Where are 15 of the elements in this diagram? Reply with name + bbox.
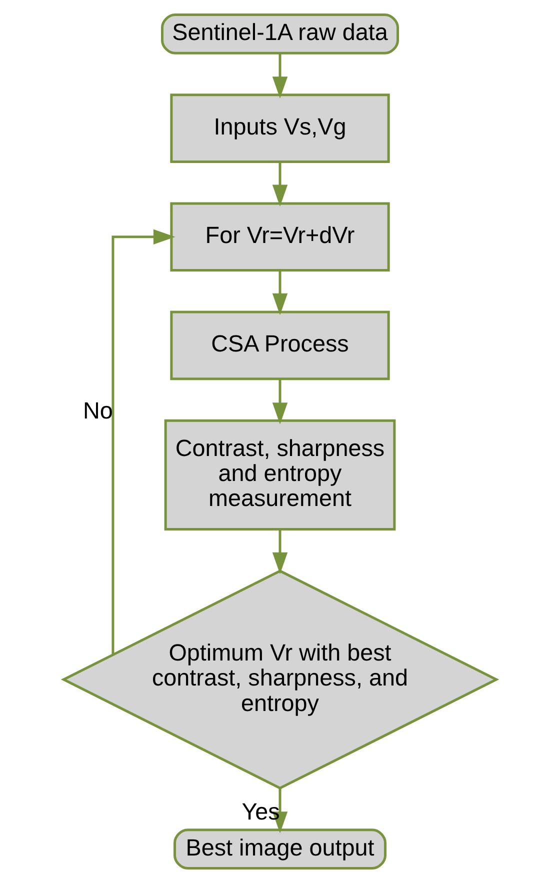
edge-label: No bbox=[82, 397, 113, 424]
node-box: Best image output bbox=[174, 828, 386, 870]
node-diamond: Optimum Vr with best contrast, sharpness, and entropy bbox=[60, 570, 500, 790]
node-box: For Vr=Vr+dVr bbox=[170, 202, 390, 272]
node-box: Sentinel-1A raw data bbox=[160, 13, 400, 54]
node-box: CSA Process bbox=[170, 310, 390, 380]
node-box: Contrast, sharpness and entropy measurement bbox=[164, 419, 396, 530]
arrow bbox=[272, 162, 288, 207]
arrow bbox=[112, 229, 176, 654]
arrow bbox=[272, 53, 288, 98]
arrow bbox=[272, 529, 288, 574]
node-box: Inputs Vs,Vg bbox=[170, 94, 390, 163]
arrow bbox=[272, 270, 288, 316]
arrow bbox=[272, 379, 288, 424]
edge-label: Yes bbox=[242, 798, 280, 824]
